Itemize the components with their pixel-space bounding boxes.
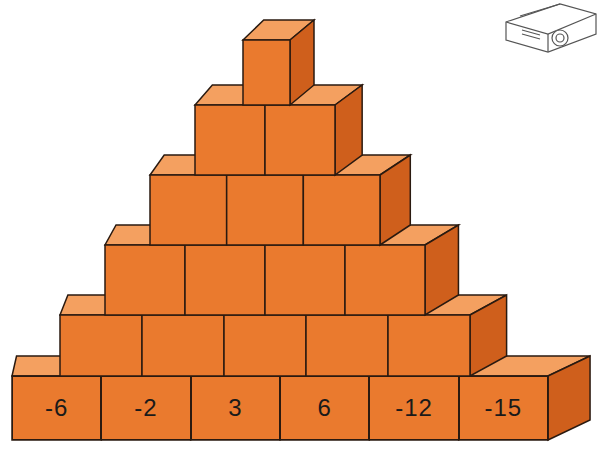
brick-front [388, 315, 470, 376]
brick-front [224, 315, 306, 376]
projector-icon [506, 4, 596, 52]
brick-number: -6 [45, 394, 68, 422]
bricks [12, 20, 590, 440]
brick-front [243, 40, 290, 105]
brick-front [459, 376, 548, 440]
brick-number: -12 [395, 394, 433, 422]
brick-front [227, 175, 304, 245]
brick-side [425, 225, 458, 315]
number-brick: 3 [191, 376, 280, 440]
brick-side [335, 85, 362, 175]
brick-front [303, 175, 380, 245]
brick-number: 6 [317, 394, 331, 422]
brick-front [150, 175, 227, 245]
brick-front [265, 245, 345, 315]
brick-number: 3 [228, 394, 242, 422]
brick-front [60, 315, 142, 376]
brick-side [290, 20, 314, 105]
brick-front [12, 376, 101, 440]
brick-front [369, 376, 458, 440]
brick-front [306, 315, 388, 376]
brick-side [548, 356, 590, 440]
brick-front [195, 105, 265, 175]
brick-side [470, 295, 507, 376]
brick-front [265, 105, 335, 175]
brick-front [345, 245, 425, 315]
number-brick: -2 [101, 376, 190, 440]
number-brick: -6 [12, 376, 101, 440]
brick-front [105, 245, 185, 315]
number-brick: -12 [369, 376, 458, 440]
brick-number: -2 [134, 394, 157, 422]
brick-front [101, 376, 190, 440]
number-brick: -15 [459, 376, 548, 440]
brick [243, 20, 314, 105]
number-brick: 6 [280, 376, 369, 440]
brick-number: -15 [484, 394, 522, 422]
brick-side [380, 155, 410, 245]
brick-front [185, 245, 265, 315]
brick-front [142, 315, 224, 376]
brick-front [191, 376, 280, 440]
brick-front [280, 376, 369, 440]
